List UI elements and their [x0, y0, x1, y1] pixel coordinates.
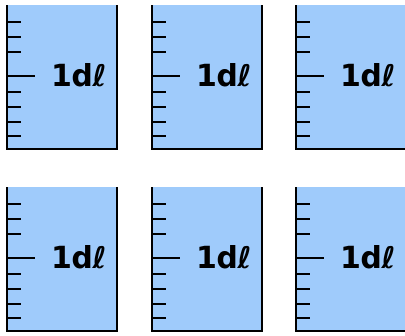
scale-tick [297, 273, 310, 275]
scale-tick [153, 135, 166, 137]
scale-tick [8, 303, 21, 305]
scale-tick [8, 91, 21, 93]
scale-tick [8, 106, 21, 108]
scale-tick [8, 135, 21, 137]
scale-tick [297, 21, 310, 23]
scale-tick [153, 51, 166, 53]
measuring-cup: 1dℓ [295, 5, 405, 150]
scale-tick-half [297, 257, 324, 259]
measuring-cup: 1dℓ [295, 187, 405, 332]
scale-tick [297, 288, 310, 290]
scale-tick [297, 51, 310, 53]
scale-tick [297, 121, 310, 123]
scale-tick [153, 203, 166, 205]
scale-tick [153, 21, 166, 23]
scale-tick-half [153, 75, 180, 77]
scale-tick [153, 218, 166, 220]
scale-tick [297, 36, 310, 38]
scale-tick [153, 106, 166, 108]
scale-tick [153, 288, 166, 290]
measuring-cup: 1dℓ [151, 187, 263, 332]
volume-label: 1dℓ [51, 241, 107, 276]
scale-tick-half [297, 75, 324, 77]
scale-tick [153, 36, 166, 38]
scale-tick [297, 203, 310, 205]
scale-tick [297, 317, 310, 319]
scale-tick-half [8, 75, 35, 77]
scale-tick [297, 303, 310, 305]
volume-label: 1dℓ [196, 59, 252, 94]
scale-tick [8, 121, 21, 123]
scale-tick [8, 233, 21, 235]
measuring-cup: 1dℓ [151, 5, 263, 150]
scale-tick [8, 36, 21, 38]
scale-tick [297, 233, 310, 235]
scale-tick-half [8, 257, 35, 259]
scale-tick [153, 121, 166, 123]
scale-tick [153, 233, 166, 235]
volume-label: 1dℓ [51, 59, 107, 94]
scale-tick [153, 91, 166, 93]
scale-tick-half [153, 257, 180, 259]
scale-tick [153, 303, 166, 305]
volume-label: 1dℓ [196, 241, 252, 276]
scale-tick [297, 106, 310, 108]
volume-label: 1dℓ [340, 241, 396, 276]
scale-tick [8, 203, 21, 205]
scale-tick [8, 51, 21, 53]
scale-tick [8, 273, 21, 275]
scale-tick [8, 218, 21, 220]
measuring-cup: 1dℓ [6, 187, 118, 332]
scale-tick [8, 21, 21, 23]
scale-tick [153, 317, 166, 319]
volume-label: 1dℓ [340, 59, 396, 94]
scale-tick [297, 91, 310, 93]
scale-tick [8, 317, 21, 319]
scale-tick [8, 288, 21, 290]
scale-tick [153, 273, 166, 275]
scale-tick [297, 135, 310, 137]
scale-tick [297, 218, 310, 220]
measuring-cup: 1dℓ [6, 5, 118, 150]
